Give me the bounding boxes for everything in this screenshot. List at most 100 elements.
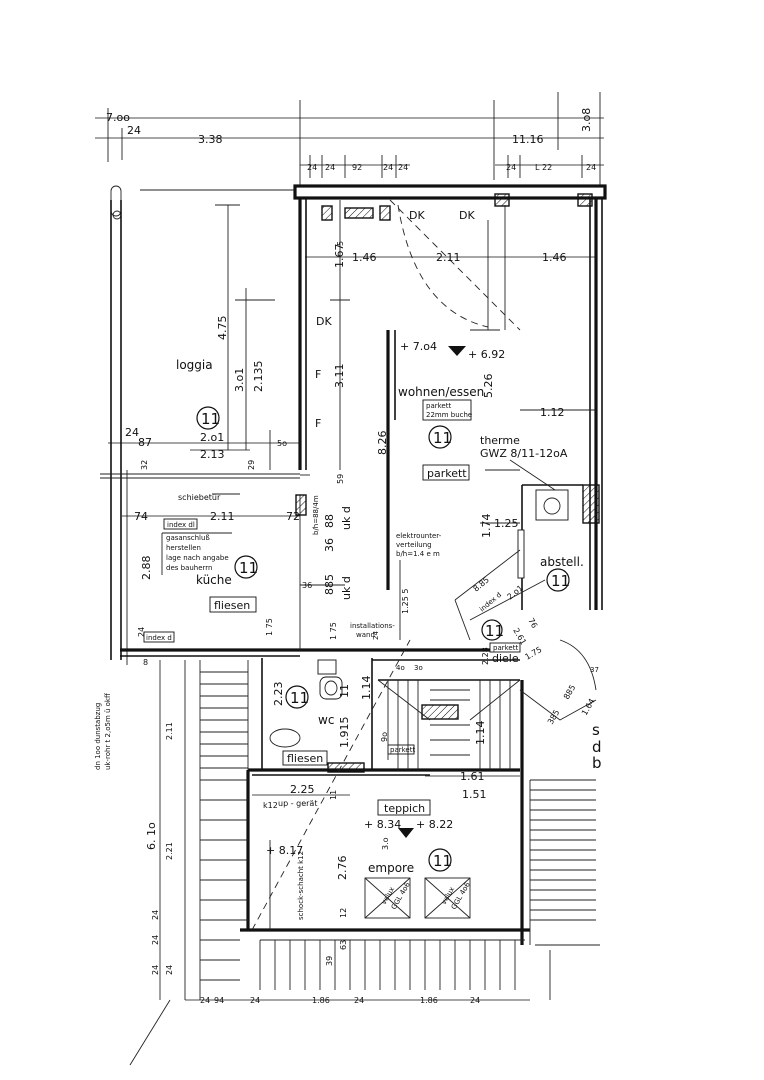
- dim-b-186b: 1.86: [420, 996, 438, 1005]
- parkett-spec-2: 22mm buche: [426, 411, 472, 419]
- elevation-marker-2: [398, 828, 414, 838]
- dim-b-24c: 24: [354, 996, 364, 1005]
- fliesen-box-kueche: [209, 596, 257, 613]
- teppich-box: [377, 799, 431, 816]
- dim-125: 1.25: [494, 517, 519, 530]
- diele-abstell: elektrounter- verteilung b/h=1.4 e m 1.7…: [396, 514, 602, 773]
- small-4o: 4o: [396, 664, 405, 672]
- right-text-s: s: [592, 721, 600, 739]
- label-elektro-1: elektrounter-: [396, 532, 442, 540]
- dim-63: 63: [339, 940, 348, 950]
- dim-b-24d: 24: [470, 996, 480, 1005]
- dim-114b: 1.14: [474, 721, 487, 746]
- dim-826: 8.26: [376, 431, 389, 456]
- main-walls: [120, 184, 607, 945]
- wc-sink: [319, 676, 343, 700]
- label-parkett-main: parkett: [427, 467, 467, 480]
- dim-t-24e: 24: [506, 163, 516, 172]
- dim-2135a: 2.135: [252, 361, 265, 393]
- label-schiebetuer: schiebetür: [178, 493, 221, 502]
- dim-2135b: 2.13: [200, 448, 225, 461]
- therme-unit: [535, 489, 569, 521]
- dim-3o1: 3.o1: [233, 368, 246, 392]
- dim-114a: 1.14: [360, 676, 373, 701]
- room-number-kueche: [234, 555, 258, 579]
- dim-36a: 36: [323, 538, 336, 552]
- elevation-marker-1: [448, 346, 466, 356]
- room-number-empore-text: 11: [433, 852, 452, 870]
- dim-885a: 885: [323, 574, 336, 595]
- dim-b-186a: 1.86: [312, 996, 330, 1005]
- label-therme-model: GWZ 8/11-12oA: [480, 447, 568, 460]
- velux-window-2: [424, 877, 471, 919]
- elevation-834: + 8.34: [364, 818, 401, 831]
- dim-112: 1.12: [540, 406, 565, 419]
- dim-1255: 1.25 5: [401, 589, 410, 614]
- dim-t-24b: 24: [325, 163, 335, 172]
- loggia-area: loggia 11 4.75 3.o1 2.135 24 87 2.o1 2.1…: [108, 189, 300, 470]
- label-schock: schock-schacht k12: [297, 851, 305, 920]
- label-dk-2: DK: [459, 209, 475, 222]
- room-number-wc: [285, 685, 309, 709]
- step-lines: [200, 671, 248, 981]
- dim-top-total: 7.oo: [106, 111, 130, 124]
- label-velux-1b: GGL 4o6: [390, 880, 412, 911]
- dim-161: 1.61: [460, 770, 485, 783]
- dim-87: 87: [138, 436, 152, 449]
- label-install-1: installations-: [350, 622, 395, 630]
- small-3o: 3o: [414, 664, 423, 672]
- dim-276: 2.76: [336, 856, 349, 881]
- room-number-loggia: [196, 406, 220, 430]
- edge-text-1: dn 1oo dunstabzug: [94, 703, 102, 770]
- label-therme: therme: [480, 434, 520, 447]
- dim-29: 29: [247, 460, 256, 470]
- dim-211b: 2.11: [210, 510, 235, 523]
- dim-b-24h: 24: [165, 965, 174, 975]
- wc-toilet: [269, 728, 301, 748]
- dim-146a: 1.46: [352, 251, 377, 264]
- dim-223: 2.23: [272, 682, 285, 707]
- label-teppich: teppich: [384, 802, 425, 815]
- room-empore: empore: [368, 861, 414, 875]
- dim-59: 59: [336, 474, 345, 484]
- dim-t-24a: 24: [307, 163, 317, 172]
- room-wc: wc: [318, 713, 334, 727]
- room-number-abstell-text: 11: [551, 572, 570, 590]
- dim-151: 1.51: [462, 788, 487, 801]
- dim-t-24c: 24: [383, 163, 393, 172]
- fliesen-box-wc: [282, 750, 328, 766]
- wohnen-essen: DK DK DK F F 1.46 2.11 1.46 1.67 5 3.11 …: [305, 199, 595, 521]
- dim-top-24: 24: [127, 124, 141, 137]
- dim-11: 11: [338, 684, 351, 698]
- left-edge: dn 1oo dunstabzug uk-rohr t 2,o5m ü okff: [94, 185, 300, 770]
- dim-t-92: 92: [352, 163, 362, 172]
- label-gas-2: herstellen: [166, 544, 201, 552]
- wc-area: installations- wand 1.25 5 11 wc fliesen…: [261, 589, 423, 773]
- dim-12: 12: [339, 908, 348, 918]
- dim-288: 2.88: [140, 556, 153, 581]
- dim-24b: 24: [137, 627, 146, 637]
- small-24r: 24: [372, 631, 380, 640]
- right-text-b: b: [592, 754, 602, 772]
- label-dk-3: DK: [316, 315, 332, 328]
- room-wohnen: wohnen/essen: [398, 385, 484, 399]
- dim-74: 74: [134, 510, 148, 523]
- dim-885c: 885: [562, 683, 577, 701]
- dim-167: 1.67: [333, 244, 346, 269]
- label-gas-4: des bauherrn: [166, 564, 212, 572]
- room-number-diele: [481, 619, 503, 641]
- label-fliesen-kueche: fliesen: [214, 599, 250, 612]
- edge-text-2: uk-rohr t 2,o5m ü okff: [104, 693, 112, 770]
- dim-2215: 2.21: [165, 842, 174, 860]
- room-abstell: abstell.: [540, 555, 584, 569]
- dim-32: 32: [140, 460, 149, 470]
- dim-3o: 3.o: [381, 837, 390, 850]
- label-parkett-small-1: parkett: [493, 644, 518, 652]
- dim-76: 76: [526, 617, 539, 630]
- dim-b-24g: 24: [151, 965, 160, 975]
- label-gas-3: lage nach angabe: [166, 554, 229, 562]
- dim-t-24d: 24: [398, 163, 408, 172]
- label-fliesen-wc: fliesen: [287, 752, 323, 765]
- room-number-wohnen: [428, 425, 452, 449]
